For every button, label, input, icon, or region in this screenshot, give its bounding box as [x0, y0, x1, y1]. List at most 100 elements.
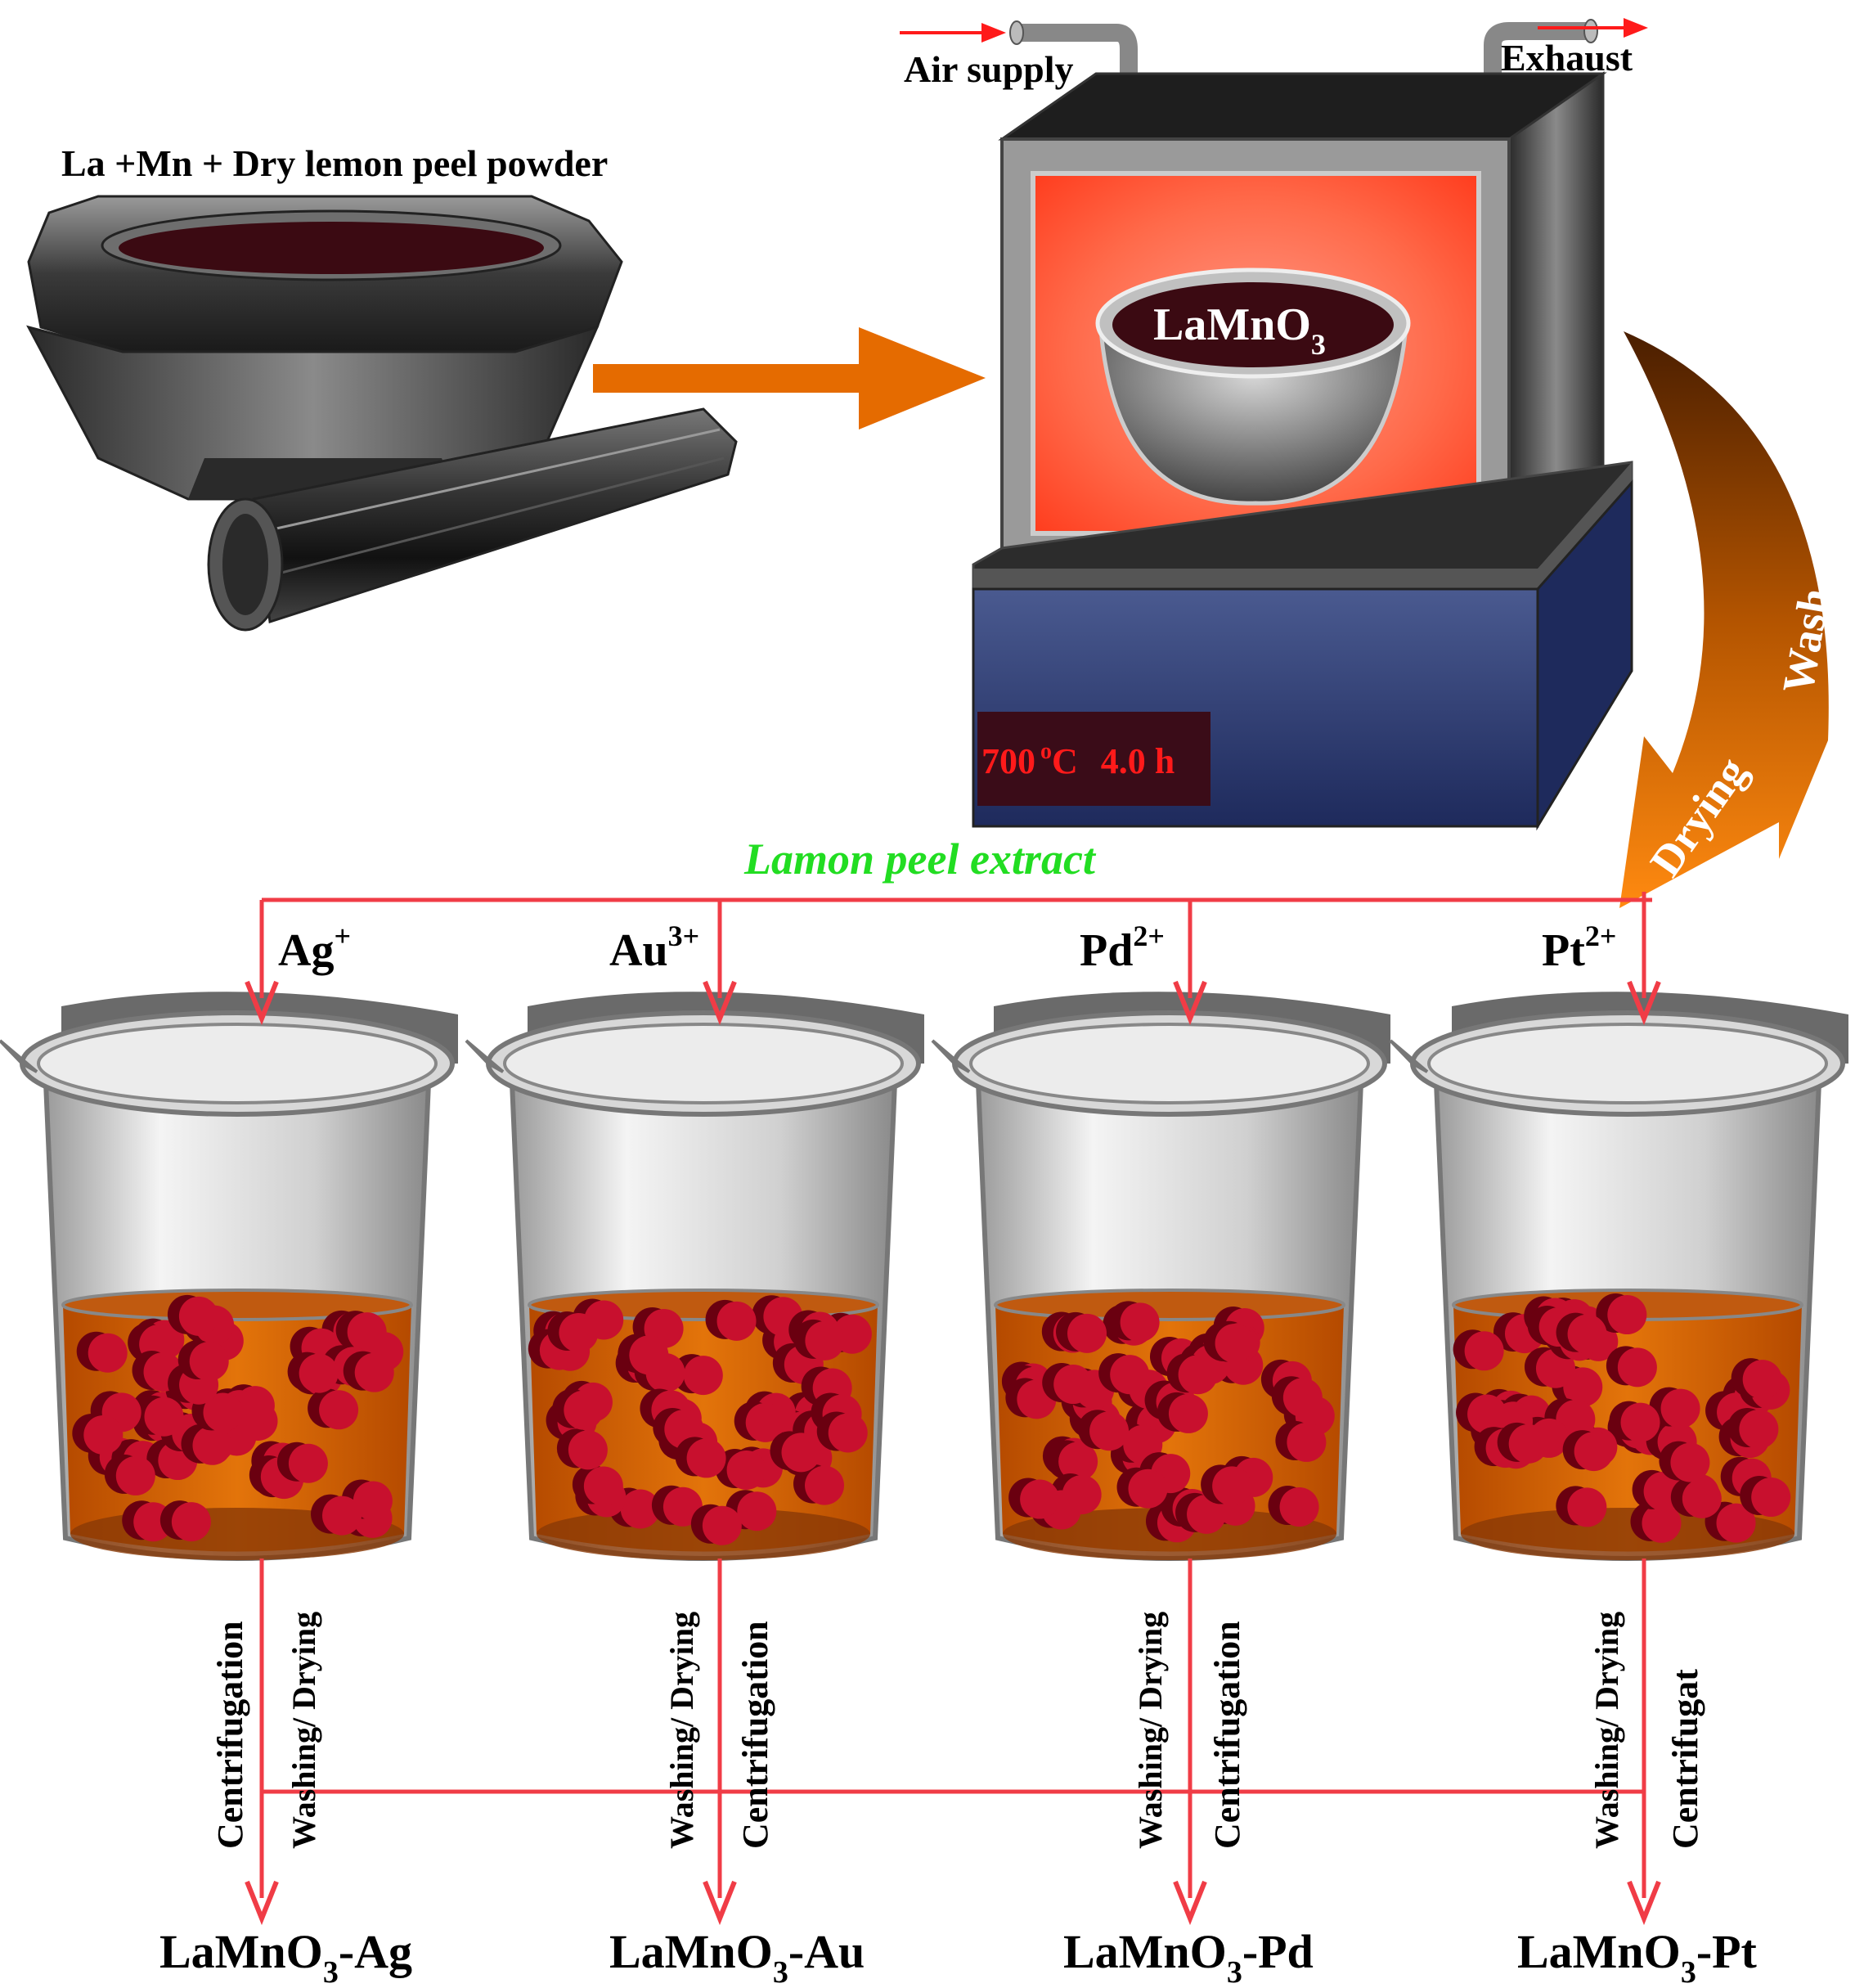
particle [1620, 1402, 1660, 1442]
particle [178, 1296, 218, 1336]
particle [1215, 1323, 1255, 1363]
particle [192, 1425, 232, 1465]
particle [1670, 1442, 1710, 1482]
particle [1168, 1393, 1208, 1433]
extract-label: Lamon peel extract [743, 834, 1097, 884]
product-4-base: LaMnO [1517, 1925, 1681, 1978]
ion-label-4: Pt [1542, 925, 1585, 976]
particle [1053, 1365, 1094, 1405]
particle [1739, 1409, 1779, 1449]
mortar-caption: La +Mn + Dry lemon peel powder [61, 142, 608, 184]
particle [583, 1466, 623, 1506]
product-4-sub: 3 [1681, 1955, 1696, 1988]
time-value: 4.0 h [1101, 741, 1175, 781]
particle [1751, 1478, 1791, 1518]
crucible-label-sub: 3 [1311, 328, 1326, 361]
ion-feed-arrow-2 [703, 900, 737, 1026]
crucible: LaMnO3 [1095, 268, 1411, 506]
particle [1058, 1442, 1098, 1482]
particle [1020, 1479, 1060, 1519]
temp-degree: o [1040, 739, 1052, 764]
particle [686, 1438, 726, 1478]
step-4-left: Washing/ Drying [1588, 1612, 1625, 1849]
particle [805, 1465, 845, 1505]
product-2-suffix: -Au [788, 1925, 865, 1978]
svg-text:LaMnO3-Pt: LaMnO3-Pt [1517, 1925, 1758, 1988]
particle [781, 1433, 821, 1473]
particle [1464, 1331, 1504, 1371]
particle [115, 1455, 155, 1495]
beaker-2 [465, 992, 924, 1561]
ion-feed-arrow-4 [1627, 900, 1661, 1026]
particle [805, 1320, 845, 1361]
process-arrow-to-furnace [593, 327, 986, 430]
particle [1067, 1313, 1107, 1353]
svg-text:Ag+: Ag+ [278, 920, 351, 976]
particle [1642, 1503, 1682, 1543]
air-supply-label: Air supply [904, 48, 1074, 90]
particle [1120, 1302, 1160, 1343]
particle [1508, 1424, 1548, 1464]
product-2-sub: 3 [773, 1955, 788, 1988]
beaker-4 [1389, 992, 1848, 1561]
ion-feed-arrow-1 [245, 900, 279, 1026]
particle [319, 1390, 359, 1430]
particle [1617, 1347, 1657, 1388]
product-arrow-4 [1627, 1558, 1661, 1926]
svg-text:LaMnO3: LaMnO3 [1153, 299, 1326, 361]
particle [1089, 1411, 1130, 1451]
wash-drying-arrow: Wash Drying [1619, 331, 1839, 908]
particle [83, 1415, 124, 1455]
ion-charge-4: 2+ [1585, 920, 1617, 952]
crucible-label: LaMnO [1153, 299, 1311, 350]
beaker-row [0, 892, 1848, 1926]
particle [1682, 1478, 1722, 1518]
step-1-left: Centrifugation [210, 1621, 250, 1849]
product-2-base: LaMnO [609, 1925, 773, 1978]
particle [1178, 1355, 1218, 1395]
particle [88, 1333, 128, 1373]
product-1-suffix: -Ag [339, 1925, 412, 1978]
ion-label-2: Au [609, 925, 668, 976]
product-1-base: LaMnO [159, 1925, 323, 1978]
particle [1574, 1432, 1614, 1472]
product-3-base: LaMnO [1063, 1925, 1227, 1978]
particle [354, 1352, 394, 1392]
svg-text:LaMnO3-Ag: LaMnO3-Ag [159, 1925, 412, 1988]
ion-charge-1: + [334, 920, 351, 952]
particle [1212, 1466, 1252, 1506]
product-3-sub: 3 [1227, 1955, 1242, 1988]
particle [1716, 1503, 1756, 1543]
svg-text:Au3+: Au3+ [609, 920, 699, 976]
ion-label-3: Pd [1080, 925, 1133, 976]
mortar-and-pestle: La +Mn + Dry lemon peel powder [26, 142, 738, 632]
particle [189, 1342, 229, 1382]
particle [299, 1353, 339, 1393]
step-2-left: Washing/ Drying [663, 1612, 700, 1849]
particle [559, 1312, 599, 1352]
pestle [207, 407, 738, 632]
particle [144, 1397, 184, 1437]
particle [171, 1502, 211, 1542]
particle [683, 1356, 723, 1396]
particle [1128, 1469, 1168, 1509]
step-1-right: Washing/ Drying [285, 1612, 322, 1849]
step-4-right: Centrifugat [1665, 1669, 1705, 1849]
step-3-right: Centrifugation [1207, 1621, 1247, 1849]
particle [564, 1390, 604, 1430]
product-arrow-2 [703, 1558, 737, 1926]
particle [1110, 1355, 1150, 1395]
particle [745, 1402, 785, 1442]
particle [1742, 1360, 1782, 1400]
particle [1607, 1295, 1647, 1335]
step-2-right: Centrifugation [735, 1621, 775, 1849]
particle [1467, 1394, 1507, 1434]
product-arrow-3 [1173, 1558, 1207, 1926]
particle [568, 1430, 608, 1470]
particle [1660, 1388, 1700, 1428]
particle [1567, 1487, 1607, 1527]
particle [322, 1495, 362, 1536]
